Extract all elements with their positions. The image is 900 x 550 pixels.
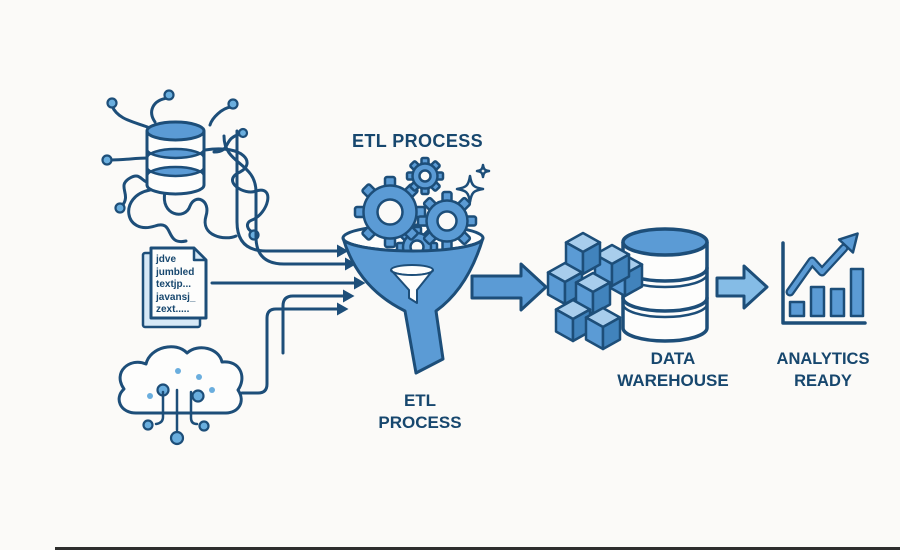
database-cylinder-icon [145,120,206,196]
analytics-chart-icon [781,232,867,325]
tangled-wires [101,89,270,244]
tangled-database-source [101,89,270,244]
warehouse-cubes-icon [546,231,644,351]
funnel-glyph [390,264,434,304]
data-cube [593,243,631,288]
bottom-edge-line [55,547,900,550]
warehouse-label-line-2: WAREHOUSE [617,371,729,390]
warehouse-label-line-1: DATA [650,349,696,368]
input-arrow-top-2 [222,134,347,266]
document-fold-corner [192,246,208,262]
cloud-data-source [117,345,244,446]
chart-bars [788,267,865,318]
jumbled-document-source [141,246,208,329]
warehouse-database-icon [621,227,709,343]
funnel-icon [341,236,485,375]
document-front-sheet [149,246,208,320]
cloud-drop-lines [142,388,210,446]
data-cube [564,231,602,276]
etl-label-line-2: PROCESS [378,413,462,432]
gear-small-icon [405,156,445,196]
input-arrows [210,129,366,395]
cloud-data-dots [147,368,215,403]
document-jumbled-text: jdve jumbled textjp... javansj_ zext....… [156,254,208,317]
sparkle-icon [455,174,485,204]
cloud-outline [117,345,244,415]
document-text-line: jdve [156,254,177,265]
flow-arrow-2 [715,264,769,310]
chart-axes [781,241,867,325]
document-text-line: jumbled [156,266,195,278]
document-text-line: javansj_ [156,291,196,303]
sparkle-small-icon [475,163,491,179]
etl-label-line-1: ETL [403,391,437,410]
analytics-label-line-2: READY [794,372,852,390]
analytics-label-line-1: ANALYTICS [776,350,870,368]
gear-right-icon [416,190,478,252]
gear-large-icon [353,175,427,249]
analytics-ready-label: ANALYTICS READY [742,348,900,392]
document-text-line: textjp... [156,279,192,291]
input-arrow-bottom-1 [281,294,345,355]
document-text-line: zext..... [156,304,190,316]
etl-process-title: ETL PROCESS [351,131,484,151]
data-warehouse-label: DATA WAREHOUSE [592,348,754,392]
input-arrow-bottom-2 [240,307,339,395]
etl-gears-funnel [341,156,491,375]
flow-arrow-1 [470,262,548,312]
data-cube [554,298,592,343]
etl-process-label: ETL PROCESS [340,390,500,434]
data-cube [584,306,622,351]
trend-arrow [785,232,859,297]
input-arrow-top-1 [235,129,339,253]
